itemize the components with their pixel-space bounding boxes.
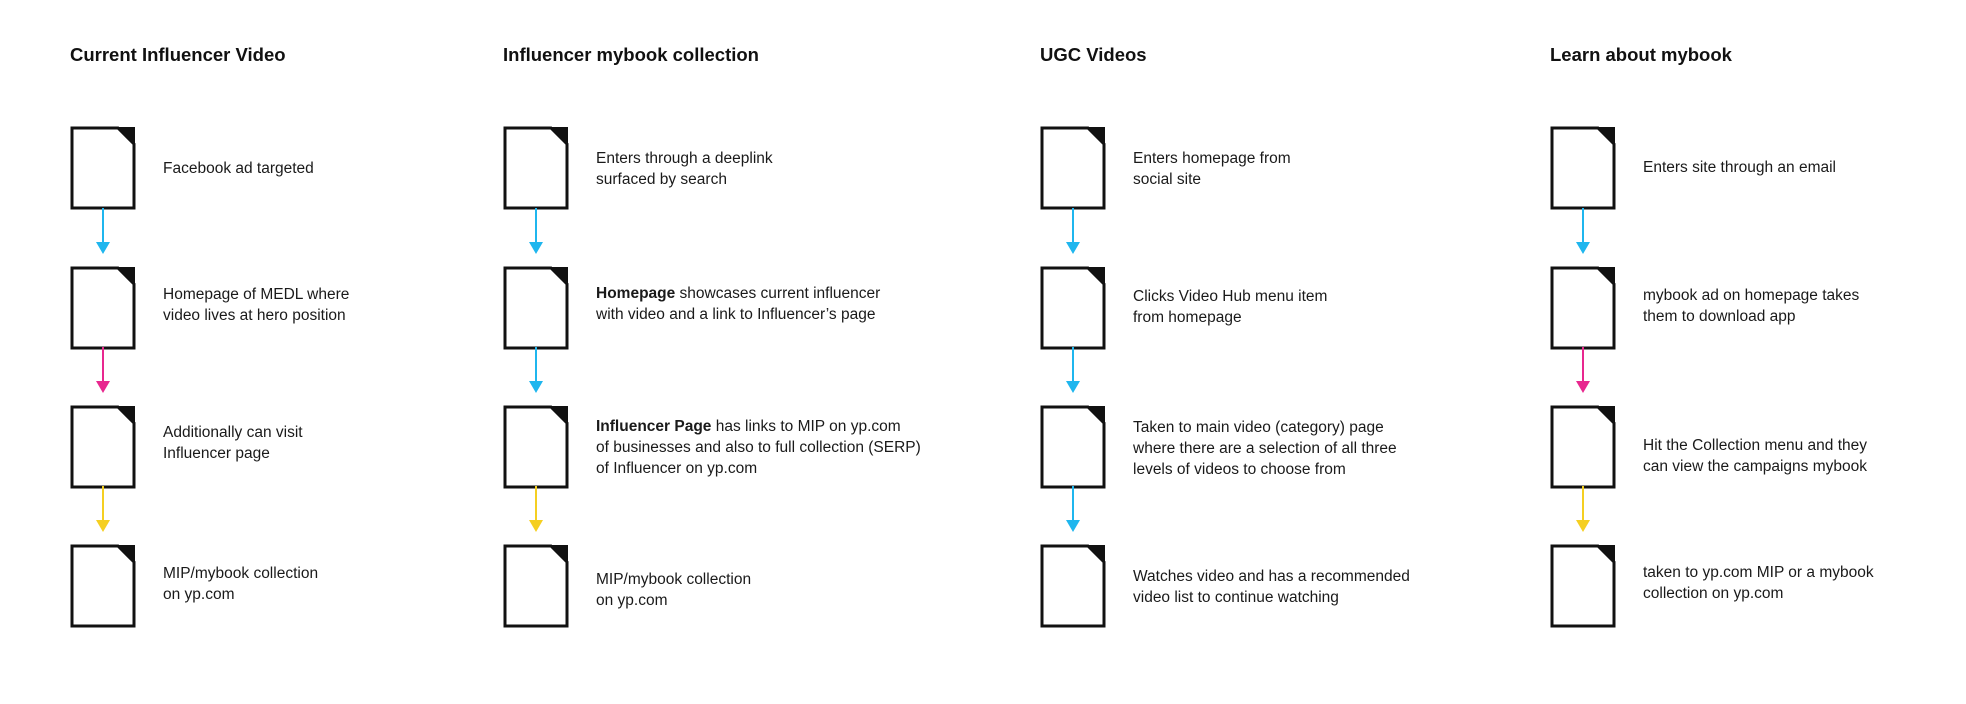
document-icon — [1550, 544, 1616, 628]
down-arrow-icon — [1066, 486, 1080, 532]
step-text: Enters through a deeplink surfaced by se… — [596, 150, 773, 188]
document-icon — [503, 266, 569, 350]
document-icon — [1550, 266, 1616, 350]
step-text: MIP/mybook collection on yp.com — [596, 571, 752, 609]
document-icon — [503, 544, 569, 628]
step-text: Enters homepage from social site — [1133, 150, 1291, 188]
step-description: Enters site through an email — [1643, 157, 1836, 178]
flow-step: MIP/mybook collection on yp.com — [503, 544, 1023, 628]
flow-step: taken to yp.com MIP or a mybook collecti… — [1550, 544, 1966, 628]
document-icon — [70, 405, 136, 489]
document-icon — [70, 544, 136, 628]
down-arrow-icon — [529, 208, 543, 254]
document-icon — [1040, 544, 1106, 628]
step-text: Additionally can visit Influencer page — [163, 424, 303, 462]
down-arrow-icon — [96, 347, 110, 393]
step-description: Watches video and has a recommended vide… — [1133, 566, 1410, 608]
step-description: Enters homepage from social site — [1133, 148, 1291, 190]
column-title: UGC Videos — [1040, 44, 1147, 65]
step-text: Taken to main video (category) page wher… — [1133, 419, 1397, 478]
document-icon — [1040, 405, 1106, 489]
step-description: Influencer Page has links to MIP on yp.c… — [596, 416, 921, 479]
step-description: Additionally can visit Influencer page — [163, 422, 303, 464]
step-description: Homepage showcases current influencer wi… — [596, 283, 880, 325]
step-description: mybook ad on homepage takes them to down… — [1643, 285, 1859, 327]
step-text: Facebook ad targeted — [163, 160, 314, 177]
down-arrow-icon — [529, 486, 543, 532]
step-lead: Influencer Page — [596, 418, 712, 435]
document-icon — [1550, 126, 1616, 210]
flow-step: Homepage showcases current influencer wi… — [503, 266, 1023, 350]
down-arrow-icon — [1066, 208, 1080, 254]
step-text: showcases current influencer with video … — [596, 285, 881, 323]
flow-step: Homepage of MEDL where video lives at he… — [70, 266, 590, 350]
column-title: Influencer mybook collection — [503, 44, 759, 65]
document-icon — [1550, 405, 1616, 489]
flow-step: Hit the Collection menu and they can vie… — [1550, 405, 1966, 489]
flow-step: Enters homepage from social site — [1040, 126, 1560, 210]
step-description: Clicks Video Hub menu item from homepage — [1133, 286, 1327, 328]
flow-step: Watches video and has a recommended vide… — [1040, 544, 1560, 628]
document-icon — [70, 126, 136, 210]
step-text: has links to MIP on yp.com of businesses… — [596, 418, 921, 477]
step-text: Hit the Collection menu and they can vie… — [1643, 437, 1868, 475]
flow-step: MIP/mybook collection on yp.com — [70, 544, 590, 628]
flow-step: Influencer Page has links to MIP on yp.c… — [503, 405, 1023, 489]
flow-step: mybook ad on homepage takes them to down… — [1550, 266, 1966, 350]
document-icon — [1040, 126, 1106, 210]
step-lead: Homepage — [596, 285, 676, 302]
step-text: Enters site through an email — [1643, 159, 1836, 176]
flow-step: Enters through a deeplink surfaced by se… — [503, 126, 1023, 210]
document-icon — [70, 266, 136, 350]
step-text: mybook ad on homepage takes them to down… — [1643, 287, 1860, 325]
flow-step: Facebook ad targeted — [70, 126, 590, 210]
down-arrow-icon — [1576, 347, 1590, 393]
step-description: Taken to main video (category) page wher… — [1133, 417, 1397, 480]
step-description: MIP/mybook collection on yp.com — [163, 563, 318, 605]
flow-step: Clicks Video Hub menu item from homepage — [1040, 266, 1560, 350]
step-text: Watches video and has a recommended vide… — [1133, 568, 1410, 606]
down-arrow-icon — [1066, 347, 1080, 393]
flow-step: Taken to main video (category) page wher… — [1040, 405, 1560, 489]
step-description: Hit the Collection menu and they can vie… — [1643, 435, 1867, 477]
down-arrow-icon — [529, 347, 543, 393]
column-title: Learn about mybook — [1550, 44, 1732, 65]
column-title: Current Influencer Video — [70, 44, 286, 65]
step-text: taken to yp.com MIP or a mybook collecti… — [1643, 564, 1874, 602]
step-text: Clicks Video Hub menu item from homepage — [1133, 288, 1328, 326]
step-description: MIP/mybook collection on yp.com — [596, 569, 751, 611]
step-text: Homepage of MEDL where video lives at he… — [163, 286, 350, 324]
step-description: taken to yp.com MIP or a mybook collecti… — [1643, 562, 1874, 604]
down-arrow-icon — [96, 486, 110, 532]
step-description: Facebook ad targeted — [163, 158, 314, 179]
down-arrow-icon — [1576, 208, 1590, 254]
flow-step: Enters site through an email — [1550, 126, 1966, 210]
step-description: Homepage of MEDL where video lives at he… — [163, 284, 349, 326]
flow-step: Additionally can visit Influencer page — [70, 405, 590, 489]
down-arrow-icon — [1576, 486, 1590, 532]
step-description: Enters through a deeplink surfaced by se… — [596, 148, 773, 190]
step-text: MIP/mybook collection on yp.com — [163, 565, 319, 603]
down-arrow-icon — [96, 208, 110, 254]
document-icon — [1040, 266, 1106, 350]
document-icon — [503, 405, 569, 489]
document-icon — [503, 126, 569, 210]
